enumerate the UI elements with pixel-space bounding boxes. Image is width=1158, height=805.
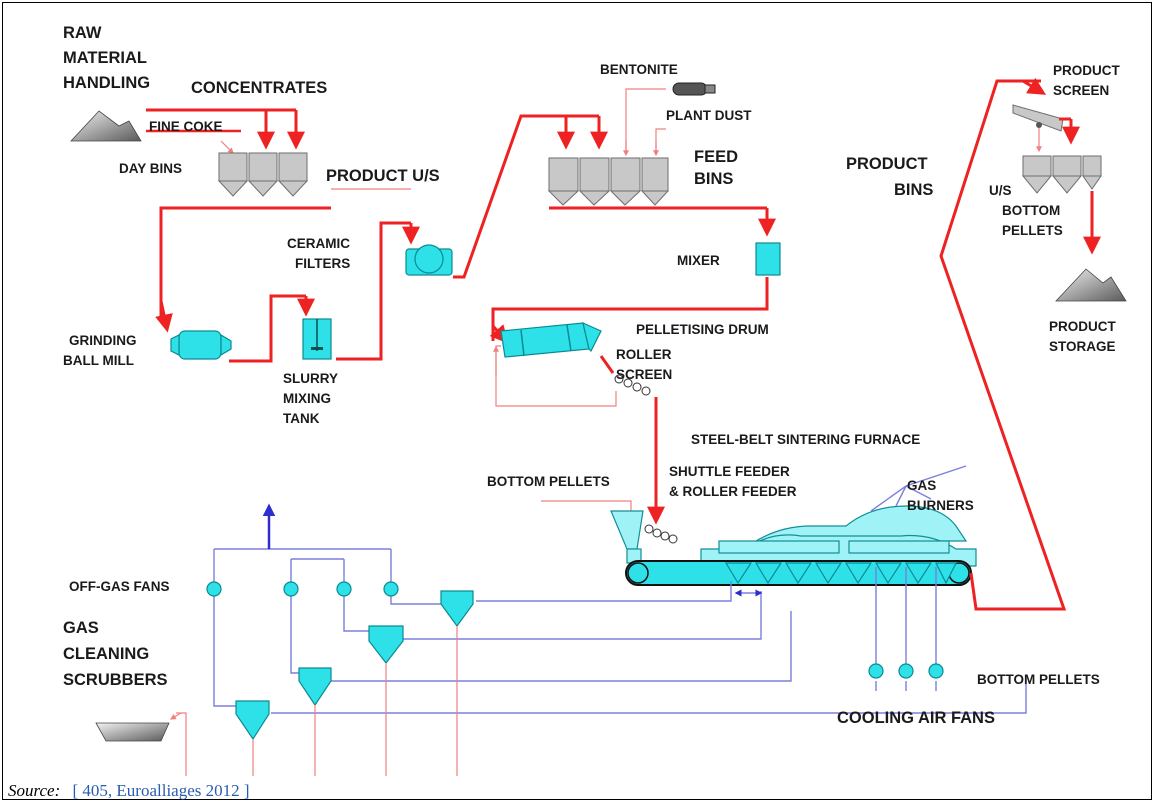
- product-bins-icon: [1021, 155, 1102, 255]
- gas-cleaning-scrubbers-label: GAS CLEANING SCRUBBERS: [63, 619, 168, 689]
- mixer-label: MIXER: [677, 253, 720, 268]
- sintering-furnace-icon: [625, 505, 977, 586]
- svg-text:PELLETS: PELLETS: [1002, 223, 1063, 238]
- shuttle-feeder-icon: [610, 510, 678, 564]
- cooling-air-fans-label: COOLING AIR FANS: [837, 709, 995, 727]
- source-label: Source:: [8, 781, 61, 800]
- product-us-label: PRODUCT U/S: [326, 167, 440, 185]
- product-screen-label: PRODUCT SCREEN: [1053, 63, 1121, 98]
- pelletising-drum-label: PELLETISING DRUM: [636, 322, 769, 337]
- off-gas-fans-icon: [206, 581, 399, 597]
- grinding-ball-mill-label: GRINDING BALL MILL: [63, 333, 137, 368]
- day-bins-label: DAY BINS: [119, 161, 182, 176]
- product-storage-pile-icon: [1055, 268, 1127, 302]
- slurry-mixing-tank-icon: [302, 318, 332, 360]
- screen-to-furnace-flow: [541, 397, 665, 525]
- product-storage-label: PRODUCT STORAGE: [1049, 319, 1117, 354]
- svg-text:BALL MILL: BALL MILL: [63, 353, 134, 368]
- svg-text:GRINDING: GRINDING: [69, 333, 137, 348]
- source-citation: Source: [ 405, Euroalliages 2012 ]: [8, 781, 250, 801]
- svg-text:FILTERS: FILTERS: [295, 256, 350, 271]
- gas-cleaning-network: [213, 503, 1027, 714]
- svg-text:GAS: GAS: [907, 478, 936, 493]
- svg-text:CERAMIC: CERAMIC: [287, 236, 350, 251]
- plant-dust-label: PLANT DUST: [666, 108, 752, 123]
- svg-text:CLEANING: CLEANING: [63, 645, 149, 663]
- tank-to-filter-flow: [336, 221, 420, 361]
- ceramic-filter-icon: [405, 244, 453, 276]
- svg-text:STORAGE: STORAGE: [1049, 339, 1116, 354]
- day-bins-icon: [217, 152, 309, 197]
- furnace-to-product-flow: [939, 77, 1067, 611]
- source-reference-link[interactable]: [ 405, Euroalliages 2012 ]: [72, 781, 250, 800]
- mill-to-tank-flow: [229, 294, 315, 363]
- feed-bins-icon: [547, 157, 670, 206]
- svg-text:TANK: TANK: [283, 411, 320, 426]
- svg-text:MATERIAL: MATERIAL: [63, 49, 147, 67]
- product-screen-icon: [1012, 104, 1080, 153]
- svg-text:HANDLING: HANDLING: [63, 74, 150, 92]
- concentrates-flow: [146, 108, 305, 154]
- svg-text:SLURRY: SLURRY: [283, 371, 338, 386]
- raw-material-pile-icon: [70, 110, 142, 142]
- pelletising-drum-icon: [500, 321, 602, 358]
- fine-coke-label: FINE COKE: [149, 119, 223, 134]
- svg-text:BURNERS: BURNERS: [907, 498, 974, 513]
- bottom-pellets-out-label: BOTTOM PELLETS: [977, 672, 1100, 687]
- drum-recycle-flow: [493, 345, 617, 407]
- svg-text:GAS: GAS: [63, 619, 99, 637]
- svg-text:MIXING: MIXING: [283, 391, 331, 406]
- steel-belt-furnace-label: STEEL-BELT SINTERING FURNACE: [691, 432, 920, 447]
- gas-burners-label: GAS BURNERS: [907, 478, 974, 513]
- svg-text:FEED: FEED: [694, 148, 738, 166]
- grinding-ball-mill-icon: [170, 330, 232, 360]
- svg-text:SCREEN: SCREEN: [1053, 83, 1109, 98]
- day-bins-to-mill-flow: [155, 188, 411, 333]
- feed-bins-to-mixer-flow: [549, 206, 776, 237]
- svg-text:BINS: BINS: [694, 170, 733, 188]
- svg-text:SCRUBBERS: SCRUBBERS: [63, 671, 168, 689]
- svg-text:ROLLER: ROLLER: [616, 347, 672, 362]
- process-flow-diagram: RAW MATERIAL HANDLING CONCENTRATES FINE …: [63, 24, 1127, 776]
- svg-text:SCREEN: SCREEN: [616, 367, 672, 382]
- off-gas-fans-label: OFF-GAS FANS: [69, 579, 170, 594]
- gas-burner-lines: [870, 465, 967, 512]
- svg-text:PRODUCT: PRODUCT: [846, 155, 928, 173]
- mixer-icon: [755, 242, 781, 276]
- filter-to-feed-bins-flow: [453, 114, 608, 279]
- slurry-mixing-tank-label: SLURRY MIXING TANK: [283, 371, 338, 426]
- svg-text:BINS: BINS: [894, 181, 933, 199]
- svg-text:PRODUCT: PRODUCT: [1053, 63, 1121, 78]
- feed-bins-label: FEED BINS: [694, 148, 738, 188]
- settling-tank-icon: [95, 722, 170, 742]
- cooling-air-fans-icon: [868, 663, 944, 679]
- svg-text:U/S: U/S: [989, 183, 1012, 198]
- bentonite-label: BENTONITE: [600, 62, 678, 77]
- svg-text:& ROLLER FEEDER: & ROLLER FEEDER: [669, 484, 797, 499]
- svg-text:PRODUCT: PRODUCT: [1049, 319, 1117, 334]
- svg-text:BOTTOM: BOTTOM: [1002, 203, 1060, 218]
- us-bottom-pellets-label: U/S BOTTOM PELLETS: [989, 183, 1063, 238]
- concentrates-label: CONCENTRATES: [191, 79, 327, 97]
- product-bins-label: PRODUCT BINS: [846, 155, 933, 199]
- roller-screen-icon: [614, 374, 651, 396]
- bentonite-tank-icon: [623, 82, 716, 157]
- ceramic-filters-label: CERAMIC FILTERS: [287, 236, 350, 271]
- svg-text:RAW: RAW: [63, 24, 102, 42]
- raw-material-handling-label: RAW MATERIAL HANDLING: [63, 24, 150, 92]
- scrubber-drain-lines: [169, 626, 458, 776]
- shuttle-feeder-label: SHUTTLE FEEDER & ROLLER FEEDER: [669, 464, 797, 499]
- roller-screen-label: ROLLER SCREEN: [616, 347, 672, 382]
- bottom-pellets-feed-label: BOTTOM PELLETS: [487, 474, 610, 489]
- svg-text:SHUTTLE FEEDER: SHUTTLE FEEDER: [669, 464, 790, 479]
- scrubbers-icon: [235, 590, 474, 741]
